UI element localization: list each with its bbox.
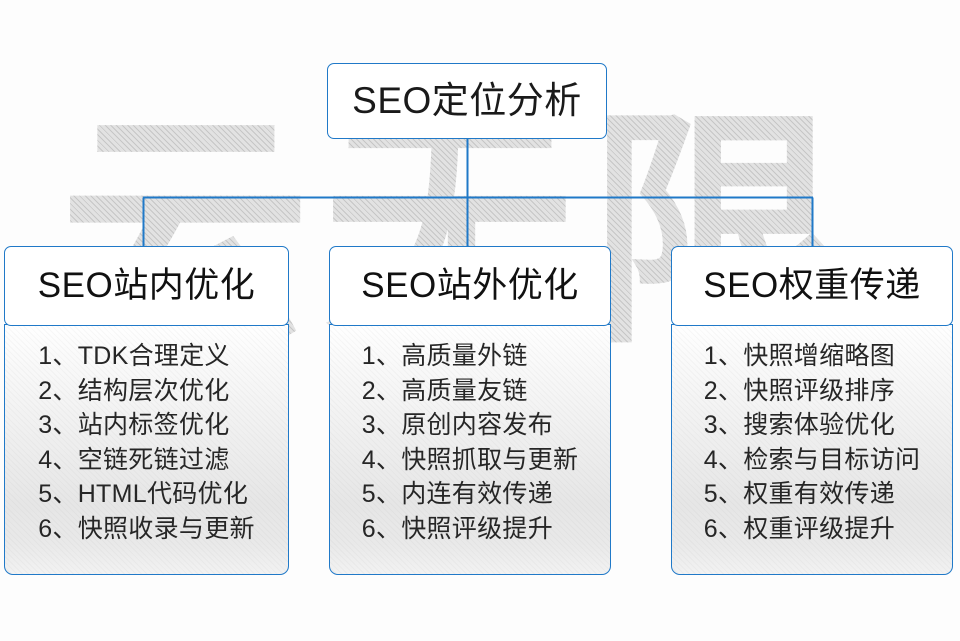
- root-node[interactable]: SEO定位分析: [327, 63, 607, 139]
- list-item[interactable]: 1、快照增缩略图: [703, 342, 895, 371]
- list-item[interactable]: 2、结构层次优化: [38, 376, 230, 405]
- list-item[interactable]: 4、检索与目标访问: [703, 445, 921, 474]
- list-item[interactable]: 3、站内标签优化: [38, 411, 230, 440]
- list-item[interactable]: 1、TDK合理定义: [38, 342, 230, 371]
- list-item[interactable]: 4、空链死链过滤: [38, 445, 230, 474]
- list-item[interactable]: 6、快照评级提升: [361, 514, 553, 543]
- list-item[interactable]: 5、内连有效传递: [361, 480, 553, 509]
- branch-body-1: 1、TDK合理定义 2、结构层次优化 3、站内标签优化 4、空链死链过滤 5、H…: [4, 324, 289, 576]
- list-item[interactable]: 2、高质量友链: [361, 376, 528, 405]
- branch-list-1: 1、TDK合理定义 2、结构层次优化 3、站内标签优化 4、空链死链过滤 5、H…: [38, 339, 255, 546]
- branch-header-1[interactable]: SEO站内优化: [4, 246, 289, 326]
- list-item[interactable]: 6、快照收录与更新: [38, 514, 255, 543]
- root-node-title: SEO定位分析: [352, 80, 582, 121]
- branch-column-3: SEO权重传递 1、快照增缩略图 2、快照评级排序 3、搜索体验优化 4、检索与…: [671, 246, 953, 576]
- branch-header-title-3: SEO权重传递: [703, 266, 921, 305]
- branch-body-2: 1、高质量外链 2、高质量友链 3、原创内容发布 4、快照抓取与更新 5、内连有…: [329, 324, 611, 576]
- list-item[interactable]: 1、高质量外链: [361, 342, 528, 371]
- list-item[interactable]: 5、权重有效传递: [703, 480, 895, 509]
- branch-column-2: SEO站外优化 1、高质量外链 2、高质量友链 3、原创内容发布 4、快照抓取与…: [329, 246, 611, 576]
- branch-header-title-2: SEO站外优化: [361, 266, 579, 305]
- branch-column-1: SEO站内优化 1、TDK合理定义 2、结构层次优化 3、站内标签优化 4、空链…: [4, 246, 289, 576]
- branch-list-2: 1、高质量外链 2、高质量友链 3、原创内容发布 4、快照抓取与更新 5、内连有…: [362, 339, 579, 546]
- branch-header-2[interactable]: SEO站外优化: [329, 246, 611, 326]
- branch-list-3: 1、快照增缩略图 2、快照评级排序 3、搜索体验优化 4、检索与目标访问 5、权…: [704, 339, 921, 546]
- branch-header-3[interactable]: SEO权重传递: [671, 246, 953, 326]
- list-item[interactable]: 6、权重评级提升: [703, 514, 895, 543]
- list-item[interactable]: 5、HTML代码优化: [38, 480, 249, 509]
- list-item[interactable]: 2、快照评级排序: [703, 376, 895, 405]
- list-item[interactable]: 3、搜索体验优化: [703, 411, 895, 440]
- branch-header-title-1: SEO站内优化: [37, 266, 256, 305]
- branch-body-3: 1、快照增缩略图 2、快照评级排序 3、搜索体验优化 4、检索与目标访问 5、权…: [671, 324, 953, 576]
- list-item[interactable]: 4、快照抓取与更新: [361, 445, 579, 474]
- list-item[interactable]: 3、原创内容发布: [361, 411, 553, 440]
